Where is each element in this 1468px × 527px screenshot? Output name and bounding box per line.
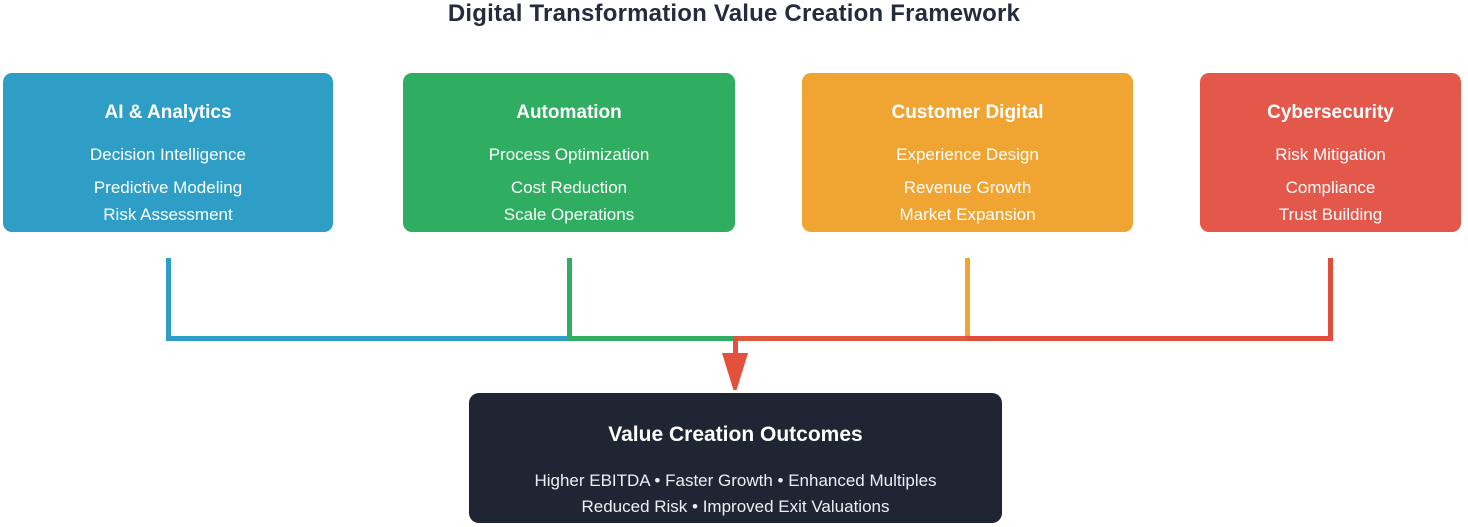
pillar-title: AI & Analytics xyxy=(104,102,232,123)
pillar-item: Experience Design xyxy=(896,145,1039,164)
connector-rail-red-segment xyxy=(967,336,1333,341)
pillar-title: Cybersecurity xyxy=(1267,102,1394,123)
pillar-title: Automation xyxy=(516,102,622,123)
connector-stub-cybersecurity xyxy=(1328,258,1333,341)
pillar-item: Compliance xyxy=(1285,178,1376,197)
connector-rail-red-orange-segment xyxy=(735,336,967,341)
pillar-item: Process Optimization xyxy=(488,145,650,164)
connector-stub-automation xyxy=(567,258,572,341)
connector-stub-customer-digital xyxy=(965,258,970,341)
pillar-card-customer-digital: Customer Digital Experience Design Reven… xyxy=(802,73,1133,232)
pillar-item: Trust Building xyxy=(1278,205,1383,224)
outcome-line: Reduced Risk • Improved Exit Valuations xyxy=(581,497,890,516)
connector-rail-blue-segment xyxy=(166,336,567,341)
pillar-item: Decision Intelligence xyxy=(90,145,246,164)
pillar-card-cybersecurity: Cybersecurity Risk Mitigation Compliance… xyxy=(1200,73,1461,232)
outcome-card: Value Creation Outcomes Higher EBITDA • … xyxy=(469,393,1002,523)
pillar-item: Revenue Growth xyxy=(903,178,1032,197)
pillar-item: Market Expansion xyxy=(899,205,1036,224)
diagram-title: Digital Transformation Value Creation Fr… xyxy=(447,0,1021,27)
outcome-title: Value Creation Outcomes xyxy=(608,423,863,446)
pillar-card-automation: Automation Process Optimization Cost Red… xyxy=(403,73,735,232)
pillar-item: Scale Operations xyxy=(503,205,635,224)
connector-stub-ai-analytics xyxy=(166,258,171,341)
outcome-line: Higher EBITDA • Faster Growth • Enhanced… xyxy=(534,471,937,490)
pillar-card-ai-analytics: AI & Analytics Decision Intelligence Pre… xyxy=(3,73,333,232)
arrow-down-icon xyxy=(722,353,748,390)
pillar-item: Risk Mitigation xyxy=(1275,145,1386,164)
connector-rail-green-segment xyxy=(567,336,735,341)
arrow-down-stem xyxy=(733,336,738,354)
pillar-title: Customer Digital xyxy=(891,102,1044,123)
pillar-item: Risk Assessment xyxy=(103,205,233,224)
pillar-item: Predictive Modeling xyxy=(93,178,243,197)
pillar-item: Cost Reduction xyxy=(510,178,628,197)
